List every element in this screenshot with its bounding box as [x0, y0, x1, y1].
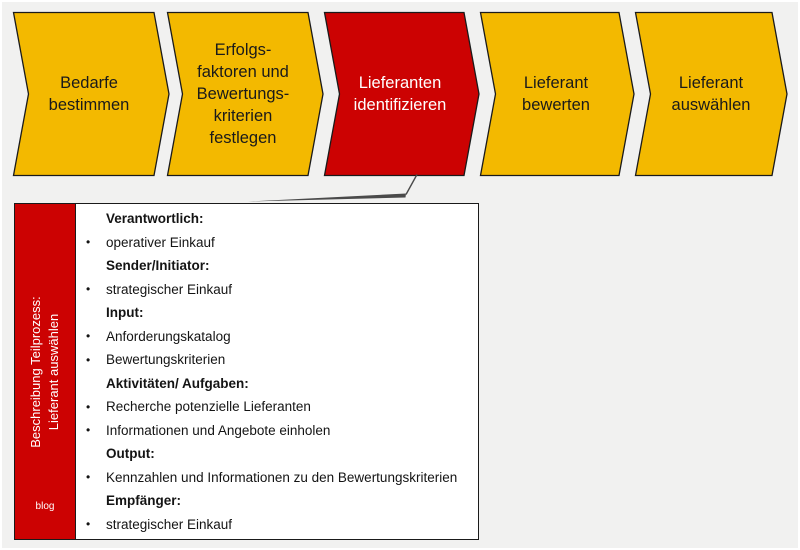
callout-connector-line [405, 174, 418, 195]
chevron-step-2-shape [166, 11, 324, 177]
chevron-step-3-label: Lieferanten identifizieren [353, 74, 447, 114]
bullet-icon: • [86, 282, 91, 297]
panel-header-output: Output: [106, 446, 155, 462]
panel-bullet-item: • Kennzahlen und Informationen zu den Be… [86, 469, 458, 485]
panel-side-label: Beschreibung Teilprozess: Lieferant ausw… [28, 295, 61, 448]
panel-header-empfaenger: Empfänger: [106, 493, 182, 509]
process-chevron-band [12, 11, 788, 202]
panel-bullet-item: • Bewertungskriterien [86, 352, 226, 368]
bullet-icon: • [86, 423, 91, 438]
panel-header-aktivitaeten: Aktivitäten/ Aufgaben: [106, 375, 249, 391]
chevron-step-3-shape-highlighted [323, 11, 480, 177]
chevron-step-1-shape [12, 11, 170, 177]
chevron-step-4-shape [479, 11, 635, 177]
panel-bullet-item: • Informationen und Angebote einholen [86, 422, 331, 438]
panel-bullet-item: • Recherche potenzielle Lieferanten [86, 399, 311, 415]
bullet-icon: • [86, 329, 91, 344]
chevron-step-4-label: Lieferant bewerten [522, 74, 590, 114]
chevron-step-5-shape [634, 11, 788, 177]
process-detail-panel: Beschreibung Teilprozess: Lieferant ausw… [14, 203, 479, 540]
bullet-icon: • [86, 470, 91, 485]
chevron-step-5-label: Lieferant auswählen [671, 74, 751, 114]
callout-wedge [248, 193, 406, 202]
panel-header-sender-initiator: Sender/Initiator: [106, 258, 210, 274]
panel-bullet-item: • strategischer Einkauf [86, 281, 233, 297]
panel-bullet-item: • strategischer Einkauf [86, 516, 233, 532]
chevron-step-1-label: Bedarfe bestimmen [48, 74, 130, 114]
panel-side-bar: Beschreibung Teilprozess: Lieferant ausw… [15, 204, 76, 539]
panel-header-verantwortlich: Verantwortlich: [106, 211, 204, 227]
panel-header-input: Input: [106, 305, 144, 321]
panel-content: Verantwortlich: • operativer Einkauf Sen… [76, 204, 478, 539]
bullet-icon: • [86, 235, 91, 250]
bullet-icon: • [86, 352, 91, 367]
panel-bullet-item: • operativer Einkauf [86, 234, 215, 250]
panel-bullet-item: • Anforderungskatalog [86, 328, 231, 344]
watermark-text: blog [35, 501, 55, 512]
bullet-icon: • [86, 399, 91, 414]
chevron-step-2-label: Erfolgs- faktoren und Bewertungs- kriter… [196, 41, 290, 147]
bullet-icon: • [86, 517, 91, 532]
